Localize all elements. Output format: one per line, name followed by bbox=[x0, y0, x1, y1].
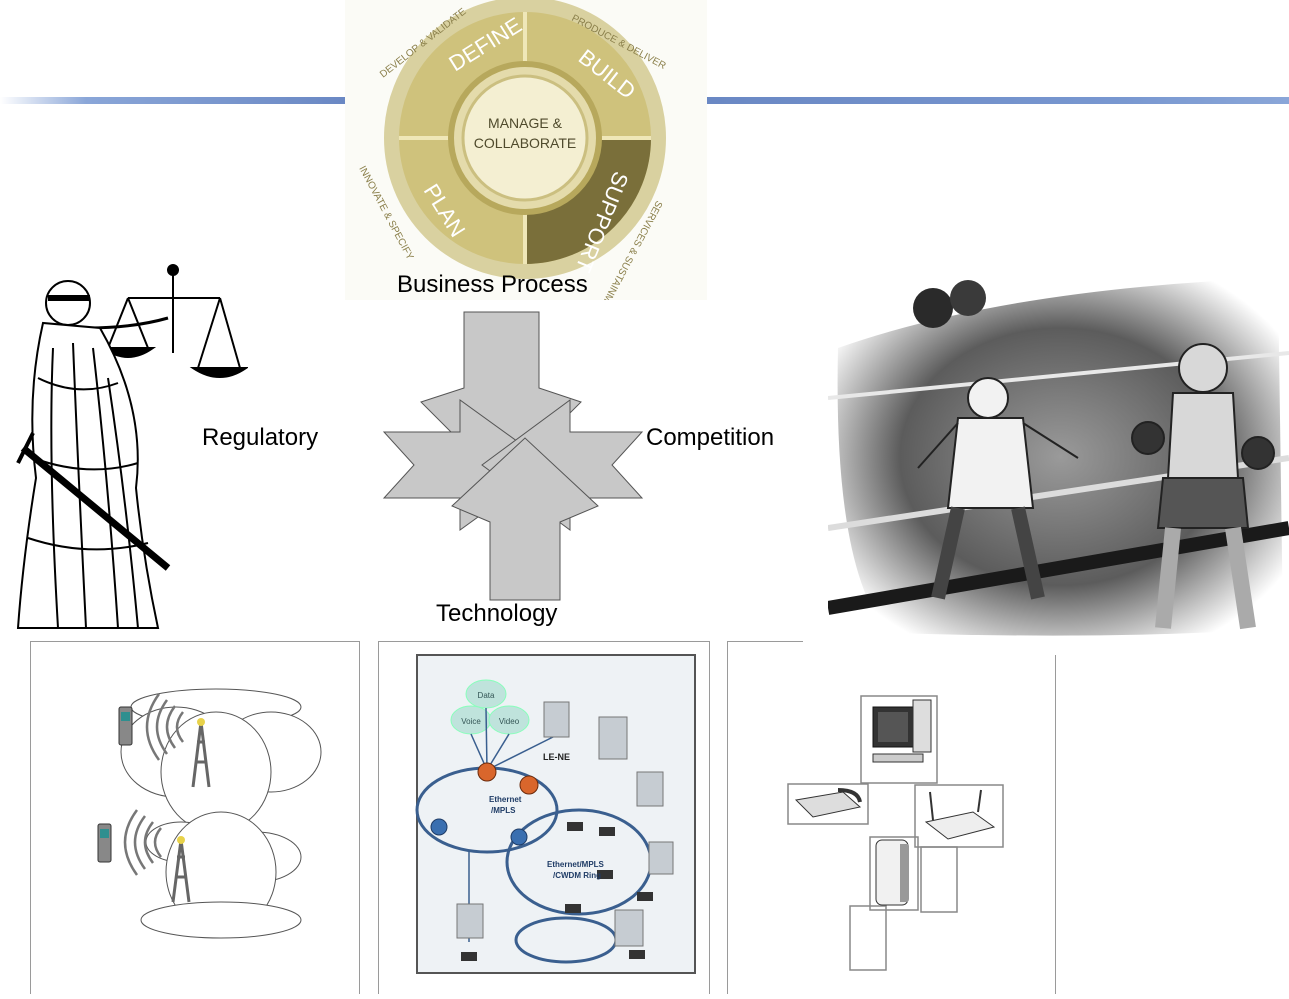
lifecycle-wheel: MANAGE & COLLABORATE DEFINE BUILD SUPPOR… bbox=[345, 0, 707, 300]
customer-equipment-illustration bbox=[787, 695, 1004, 971]
network-label-ethernet-mpls-2: /MPLS bbox=[491, 806, 516, 815]
wireless-panel bbox=[30, 641, 360, 994]
wheel-center-line-1: MANAGE & bbox=[488, 115, 563, 131]
label-business-process: Business Process bbox=[397, 271, 588, 298]
arrow-left bbox=[481, 399, 644, 531]
cloud-label-voice: Voice bbox=[461, 717, 481, 726]
equipment-panel bbox=[727, 641, 1056, 994]
arrow-up bbox=[451, 437, 599, 601]
modem-box-2 bbox=[920, 846, 958, 913]
header-rule-left bbox=[0, 97, 345, 104]
network-label-le-ne: LE-NE bbox=[543, 752, 570, 762]
wheel-outer-ring bbox=[384, 0, 666, 279]
small-box bbox=[849, 905, 887, 971]
computer-box bbox=[860, 695, 938, 784]
label-regulatory: Regulatory bbox=[202, 424, 319, 451]
modem-box bbox=[869, 836, 919, 911]
header-rule-right bbox=[707, 97, 1289, 104]
network-label-cwdm-ring-2: /CWDM Ring bbox=[553, 871, 601, 880]
wheel-center-line-2: COLLABORATE bbox=[474, 135, 576, 151]
label-technology: Technology bbox=[436, 600, 558, 627]
boxing-photo bbox=[828, 278, 1289, 636]
wireless-network-illustration bbox=[97, 688, 322, 939]
cloud-label-data: Data bbox=[478, 691, 495, 700]
converging-forces-diagram bbox=[382, 311, 644, 601]
network-label-ethernet-mpls: Ethernet bbox=[489, 795, 522, 804]
mpls-network-diagram: Data Voice Video bbox=[415, 654, 696, 974]
arrow-right bbox=[382, 399, 551, 531]
phone-box bbox=[787, 783, 869, 825]
cloud-label-video: Video bbox=[499, 717, 520, 726]
lady-justice-illustration bbox=[16, 264, 248, 629]
mpls-panel: Data Voice Video bbox=[378, 641, 710, 994]
network-label-cwdm-ring: Ethernet/MPLS bbox=[547, 860, 605, 869]
wheel-support-sector bbox=[524, 137, 651, 264]
router-box bbox=[914, 784, 1004, 848]
label-competition: Competition bbox=[646, 424, 775, 451]
